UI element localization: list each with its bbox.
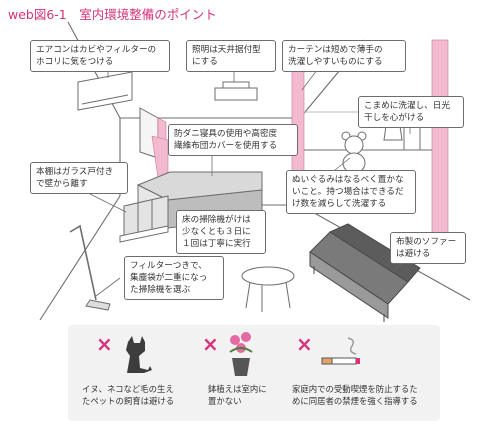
cigarette-icon (321, 337, 360, 365)
left-window (139, 107, 169, 179)
callout-curtain: カーテンは短めで薄手の 洗濯しやすいものにする (282, 40, 406, 72)
plant-icon (229, 332, 253, 376)
warning-text-plants: 鉢植えは室内に 置かない (208, 384, 267, 406)
callout-aircon: エアコンはカビやフィルターの ホコリに気をつける (30, 40, 170, 72)
teddy-bear (341, 131, 367, 174)
callout-vacuum: フィルターつきで、 集塵袋が二重になっ た掃除機を選ぶ (124, 256, 224, 300)
callout-shelf: 本棚はガラス戸付き で壁から離す (30, 162, 128, 194)
figure-title: web図6-1 室内環境整備のポイント (8, 7, 217, 22)
warning-text-smoking: 家庭内での受動喫煙を防止するた めに同居者の禁煙を強く指導する (292, 384, 418, 406)
right-window (291, 39, 449, 261)
pet-icon (126, 336, 152, 373)
warning-mark-plants: × (202, 332, 219, 356)
ceiling-light (214, 81, 258, 101)
air-conditioner (77, 71, 133, 111)
vacuum-cleaner (69, 224, 111, 311)
callout-bedding: 防ダニ寝具の使用や高密度 繊維布団カバーを使用する (168, 124, 298, 156)
round-table (241, 266, 295, 312)
bookshelf (119, 195, 169, 243)
callout-stuffed-toys: ぬいぐるみはなるべく置かな いこと。持つ場合はできるだ け数を減らして洗濯する (286, 170, 416, 214)
callout-lighting: 照明は天井据付型 にする (186, 40, 276, 72)
callout-sofa: 布製のソファー は避ける (390, 232, 466, 264)
callout-laundry: こまめに洗濯し、日光 干しを心がける (358, 96, 464, 128)
warning-mark-pets: × (96, 332, 113, 356)
callout-floor-cleaning: 床の掃除機がけは 少なくとも３日に １回は丁寧に実行 (176, 210, 266, 254)
warning-mark-smoking: × (296, 332, 313, 356)
warning-text-pets: イヌ、ネコなど毛の生え たペットの飼育は避ける (82, 384, 175, 406)
